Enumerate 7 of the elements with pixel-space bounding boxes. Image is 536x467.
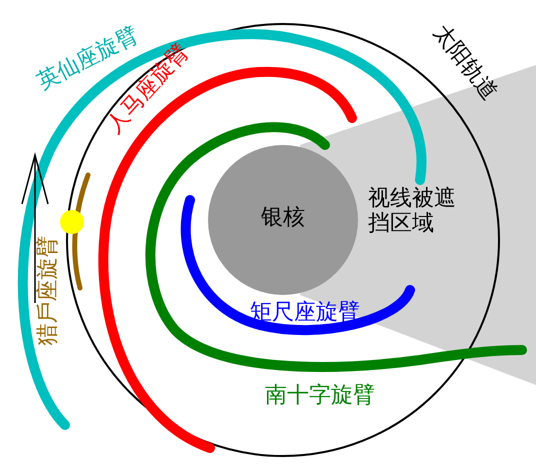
core-label: 银核 [260, 205, 306, 230]
arm-label: 矩尺座旋臂 [250, 300, 360, 325]
arm-label: 猎戶座旋臂 [35, 235, 61, 346]
region-label: 视线被遮挡区域 [368, 186, 457, 237]
galactic-core-disc [208, 145, 358, 295]
orbit-label: 太阳轨道 [428, 20, 502, 105]
arm-label: 南十字旋臂 [265, 382, 375, 408]
